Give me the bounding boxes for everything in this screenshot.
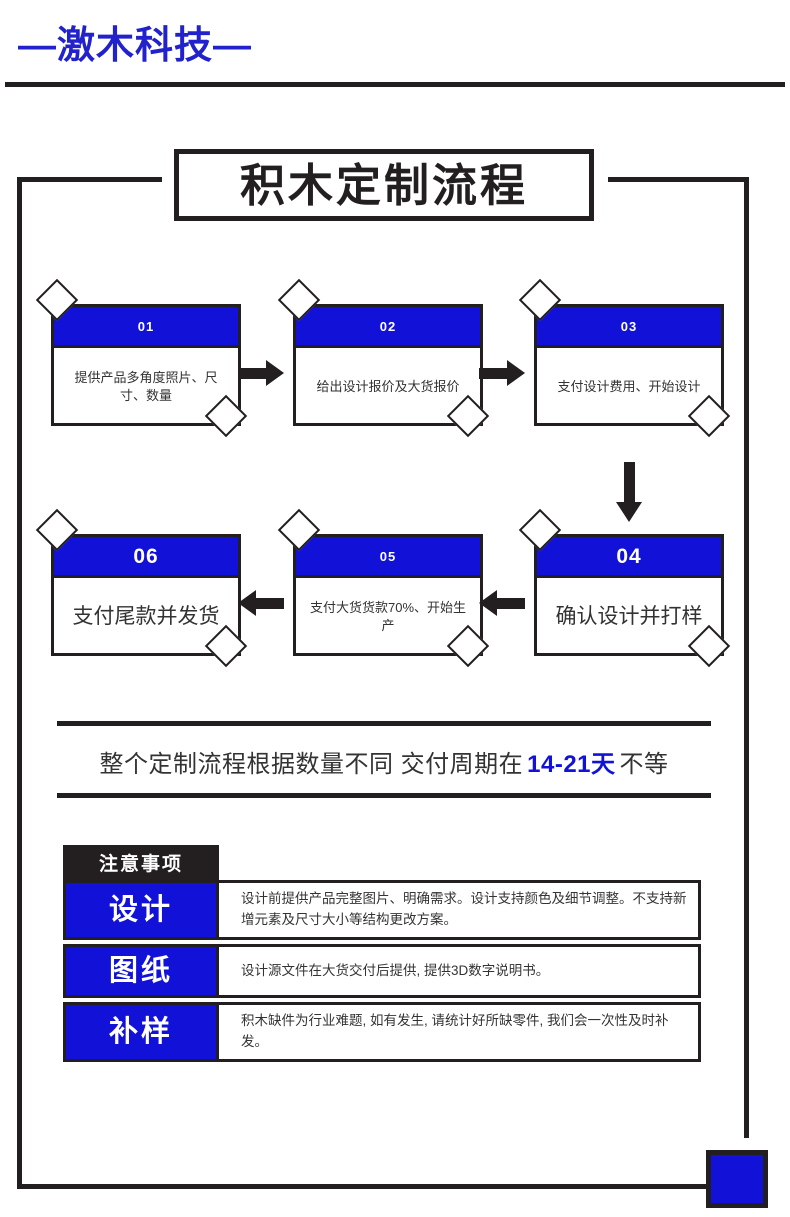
step-text-02: 给出设计报价及大货报价 xyxy=(316,379,460,395)
step-number-badge-03: 03 xyxy=(537,307,721,348)
step-number-03: 03 xyxy=(620,318,638,334)
outer-frame-bottom-edge xyxy=(17,1184,707,1189)
step-body-03: 支付设计费用、开始设计 xyxy=(537,348,721,426)
step-body-05: 支付大货货款70%、开始生产 xyxy=(296,578,480,656)
step-number-04: 04 xyxy=(616,544,642,568)
notes-label-replacement: 补样 xyxy=(63,1002,219,1062)
notes-row-design: 设计 设计前提供产品完整图片、明确需求。设计支持颜色及细节调整。不支持新增元素及… xyxy=(63,880,701,940)
step-box-05: 05 支付大货货款70%、开始生产 xyxy=(293,534,483,656)
notes-row-drawings: 图纸 设计源文件在大货交付后提供, 提供3D数字说明书。 xyxy=(63,944,701,998)
notes-label-drawings: 图纸 xyxy=(63,944,219,998)
step-box-01: 01 提供产品多角度照片、尺寸、数量 xyxy=(51,304,241,426)
step-number-01: 01 xyxy=(137,318,155,334)
notes-desc-design: 设计前提供产品完整图片、明确需求。设计支持颜色及细节调整。不支持新增元素及尺寸大… xyxy=(219,880,701,940)
delivery-band-top-rule xyxy=(57,721,711,726)
outer-frame-left-edge xyxy=(17,177,22,1189)
step-text-03: 支付设计费用、开始设计 xyxy=(557,379,701,395)
arrow-right-icon-step-01-to-02 xyxy=(238,360,284,386)
brand-title: —激木科技— xyxy=(18,25,253,67)
arrow-left-icon-step-05-to-06 xyxy=(238,590,284,616)
delivery-band-prefix: 整个定制流程根据数量不同 交付周期在 xyxy=(99,750,524,778)
step-number-badge-04: 04 xyxy=(537,537,721,578)
notes-row-replacement: 补样 积木缺件为行业难题, 如有发生, 请统计好所缺零件, 我们会一次性及时补发… xyxy=(63,1002,701,1062)
delivery-band-highlight: 14-21天 xyxy=(527,750,616,778)
notes-section-tab-label: 注意事项 xyxy=(98,854,183,875)
step-number-02: 02 xyxy=(379,318,397,334)
page-title: 积木定制流程 xyxy=(239,159,528,211)
arrow-right-icon-step-02-to-03 xyxy=(479,360,525,386)
notes-label-text-replacement: 补样 xyxy=(108,1015,173,1048)
step-number-badge-05: 05 xyxy=(296,537,480,578)
step-text-01: 提供产品多角度照片、尺寸、数量 xyxy=(74,370,218,403)
step-box-02: 02 给出设计报价及大货报价 xyxy=(293,304,483,426)
step-number-05: 05 xyxy=(379,548,397,564)
delivery-band-suffix: 不等 xyxy=(619,750,669,778)
step-box-04: 04 确认设计并打样 xyxy=(534,534,724,656)
notes-desc-text-replacement: 积木缺件为行业难题, 如有发生, 请统计好所缺零件, 我们会一次性及时补发。 xyxy=(241,1013,669,1049)
notes-desc-replacement: 积木缺件为行业难题, 如有发生, 请统计好所缺零件, 我们会一次性及时补发。 xyxy=(219,1002,701,1062)
step-body-04: 确认设计并打样 xyxy=(537,578,721,656)
step-body-02: 给出设计报价及大货报价 xyxy=(296,348,480,426)
brand-header: —激木科技— xyxy=(0,0,790,96)
arrow-left-icon-step-04-to-05 xyxy=(479,590,525,616)
step-text-06: 支付尾款并发货 xyxy=(72,604,220,628)
frame-corner-blue-square xyxy=(706,1150,768,1208)
step-text-04: 确认设计并打样 xyxy=(555,604,703,628)
outer-frame-top-left-segment xyxy=(17,177,162,182)
notes-label-design: 设计 xyxy=(63,880,219,940)
notes-section-tab: 注意事项 xyxy=(63,845,219,880)
delivery-band-bottom-rule xyxy=(57,793,711,798)
notes-desc-text-design: 设计前提供产品完整图片、明确需求。设计支持颜色及细节调整。不支持新增元素及尺寸大… xyxy=(241,891,687,927)
notes-table: 设计 设计前提供产品完整图片、明确需求。设计支持颜色及细节调整。不支持新增元素及… xyxy=(63,880,701,1066)
outer-frame-top-right-segment xyxy=(608,177,749,182)
step-box-03: 03 支付设计费用、开始设计 xyxy=(534,304,724,426)
notes-label-text-design: 设计 xyxy=(108,893,173,926)
notes-desc-drawings: 设计源文件在大货交付后提供, 提供3D数字说明书。 xyxy=(219,944,701,998)
outer-frame-right-edge xyxy=(744,177,749,1138)
notes-label-text-drawings: 图纸 xyxy=(108,954,173,987)
page-title-plaque: 积木定制流程 xyxy=(174,149,594,221)
step-body-01: 提供产品多角度照片、尺寸、数量 xyxy=(54,348,238,426)
delivery-band: 整个定制流程根据数量不同 交付周期在 14-21天 不等 xyxy=(57,735,711,787)
notes-desc-text-drawings: 设计源文件在大货交付后提供, 提供3D数字说明书。 xyxy=(241,962,550,978)
step-text-05: 支付大货货款70%、开始生产 xyxy=(309,600,467,633)
step-box-06: 06 支付尾款并发货 xyxy=(51,534,241,656)
arrow-down-icon-step-03-to-04 xyxy=(616,462,642,522)
step-number-06: 06 xyxy=(133,544,159,568)
step-number-badge-01: 01 xyxy=(54,307,238,348)
step-body-06: 支付尾款并发货 xyxy=(54,578,238,656)
step-number-badge-02: 02 xyxy=(296,307,480,348)
brand-divider-rule xyxy=(5,82,785,87)
step-number-badge-06: 06 xyxy=(54,537,238,578)
